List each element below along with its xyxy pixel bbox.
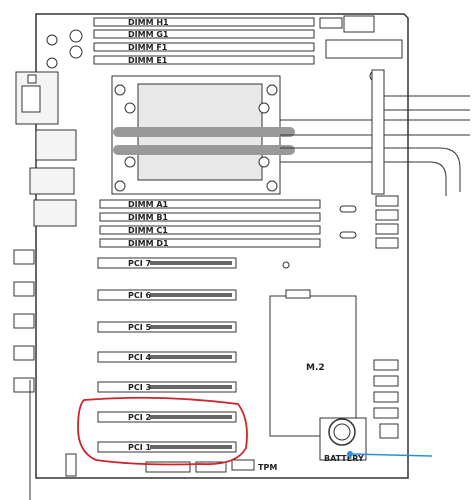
pci-slot-contacts xyxy=(150,385,232,389)
mounting-hole xyxy=(46,34,58,46)
mounting-hole xyxy=(69,45,83,59)
tpm-label: TPM xyxy=(258,463,277,472)
dimm-d1-label: DIMM D1 xyxy=(128,239,169,248)
dimm-f1-label: DIMM F1 xyxy=(128,43,168,52)
battery-jumper xyxy=(379,423,399,439)
pci-slot-label: PCI 3 xyxy=(128,383,151,392)
mounting-hole xyxy=(282,261,290,269)
pci-slot-label: PCI 6 xyxy=(128,291,151,300)
pci-slot-contacts xyxy=(150,415,232,419)
dimm-top-group xyxy=(93,17,315,65)
dimm-h1-label: DIMM H1 xyxy=(128,18,169,27)
highlight-circle xyxy=(77,396,248,466)
heat-pipe xyxy=(113,127,295,155)
dimm-e1-label: DIMM E1 xyxy=(128,56,168,65)
dimm-b1-label: DIMM B1 xyxy=(128,213,168,222)
pci-slot-label: PCI 2 xyxy=(128,413,151,422)
pci-brackets xyxy=(13,249,35,393)
dimm-g1-label: DIMM G1 xyxy=(128,30,169,39)
tpm-header xyxy=(231,459,255,471)
pci-slot-contacts xyxy=(150,293,232,297)
side-bracket xyxy=(371,69,385,195)
bottom-connector xyxy=(65,453,77,477)
rear-io-panel xyxy=(15,71,77,227)
pci-slot-contacts xyxy=(150,261,232,265)
pci-slot-label: PCI 7 xyxy=(128,259,151,268)
usb-header xyxy=(195,461,227,473)
dimm-bottom-group xyxy=(99,199,321,248)
pci-slot-contacts xyxy=(150,445,232,449)
battery-pointer-line xyxy=(349,453,433,457)
pci-slot-contacts xyxy=(150,355,232,359)
m2-label: M.2 xyxy=(306,363,325,373)
pci-slot-label: PCI 5 xyxy=(128,323,151,332)
battery-inner xyxy=(333,423,351,441)
front-panel-header xyxy=(145,461,191,473)
mounting-hole xyxy=(46,57,58,69)
battery-pointer-dot xyxy=(347,451,353,457)
m2-slot xyxy=(269,295,357,437)
pci-slot-label: PCI 1 xyxy=(128,443,151,452)
m2-connector xyxy=(285,289,311,299)
battery-label: BATTERY xyxy=(324,454,364,463)
fan-header xyxy=(339,195,399,419)
pci-slot-contacts xyxy=(150,325,232,329)
pci-slot-label: PCI 4 xyxy=(128,353,151,362)
mounting-hole xyxy=(69,29,83,43)
dimm-a1-label: DIMM A1 xyxy=(128,200,169,209)
power-connector xyxy=(319,15,403,59)
dimm-c1-label: DIMM C1 xyxy=(128,226,168,235)
pci-slot-group: PCI 7 PCI 6 PCI 5 PCI 4 PCI 3 PCI 2 PCI 1 xyxy=(97,257,237,453)
